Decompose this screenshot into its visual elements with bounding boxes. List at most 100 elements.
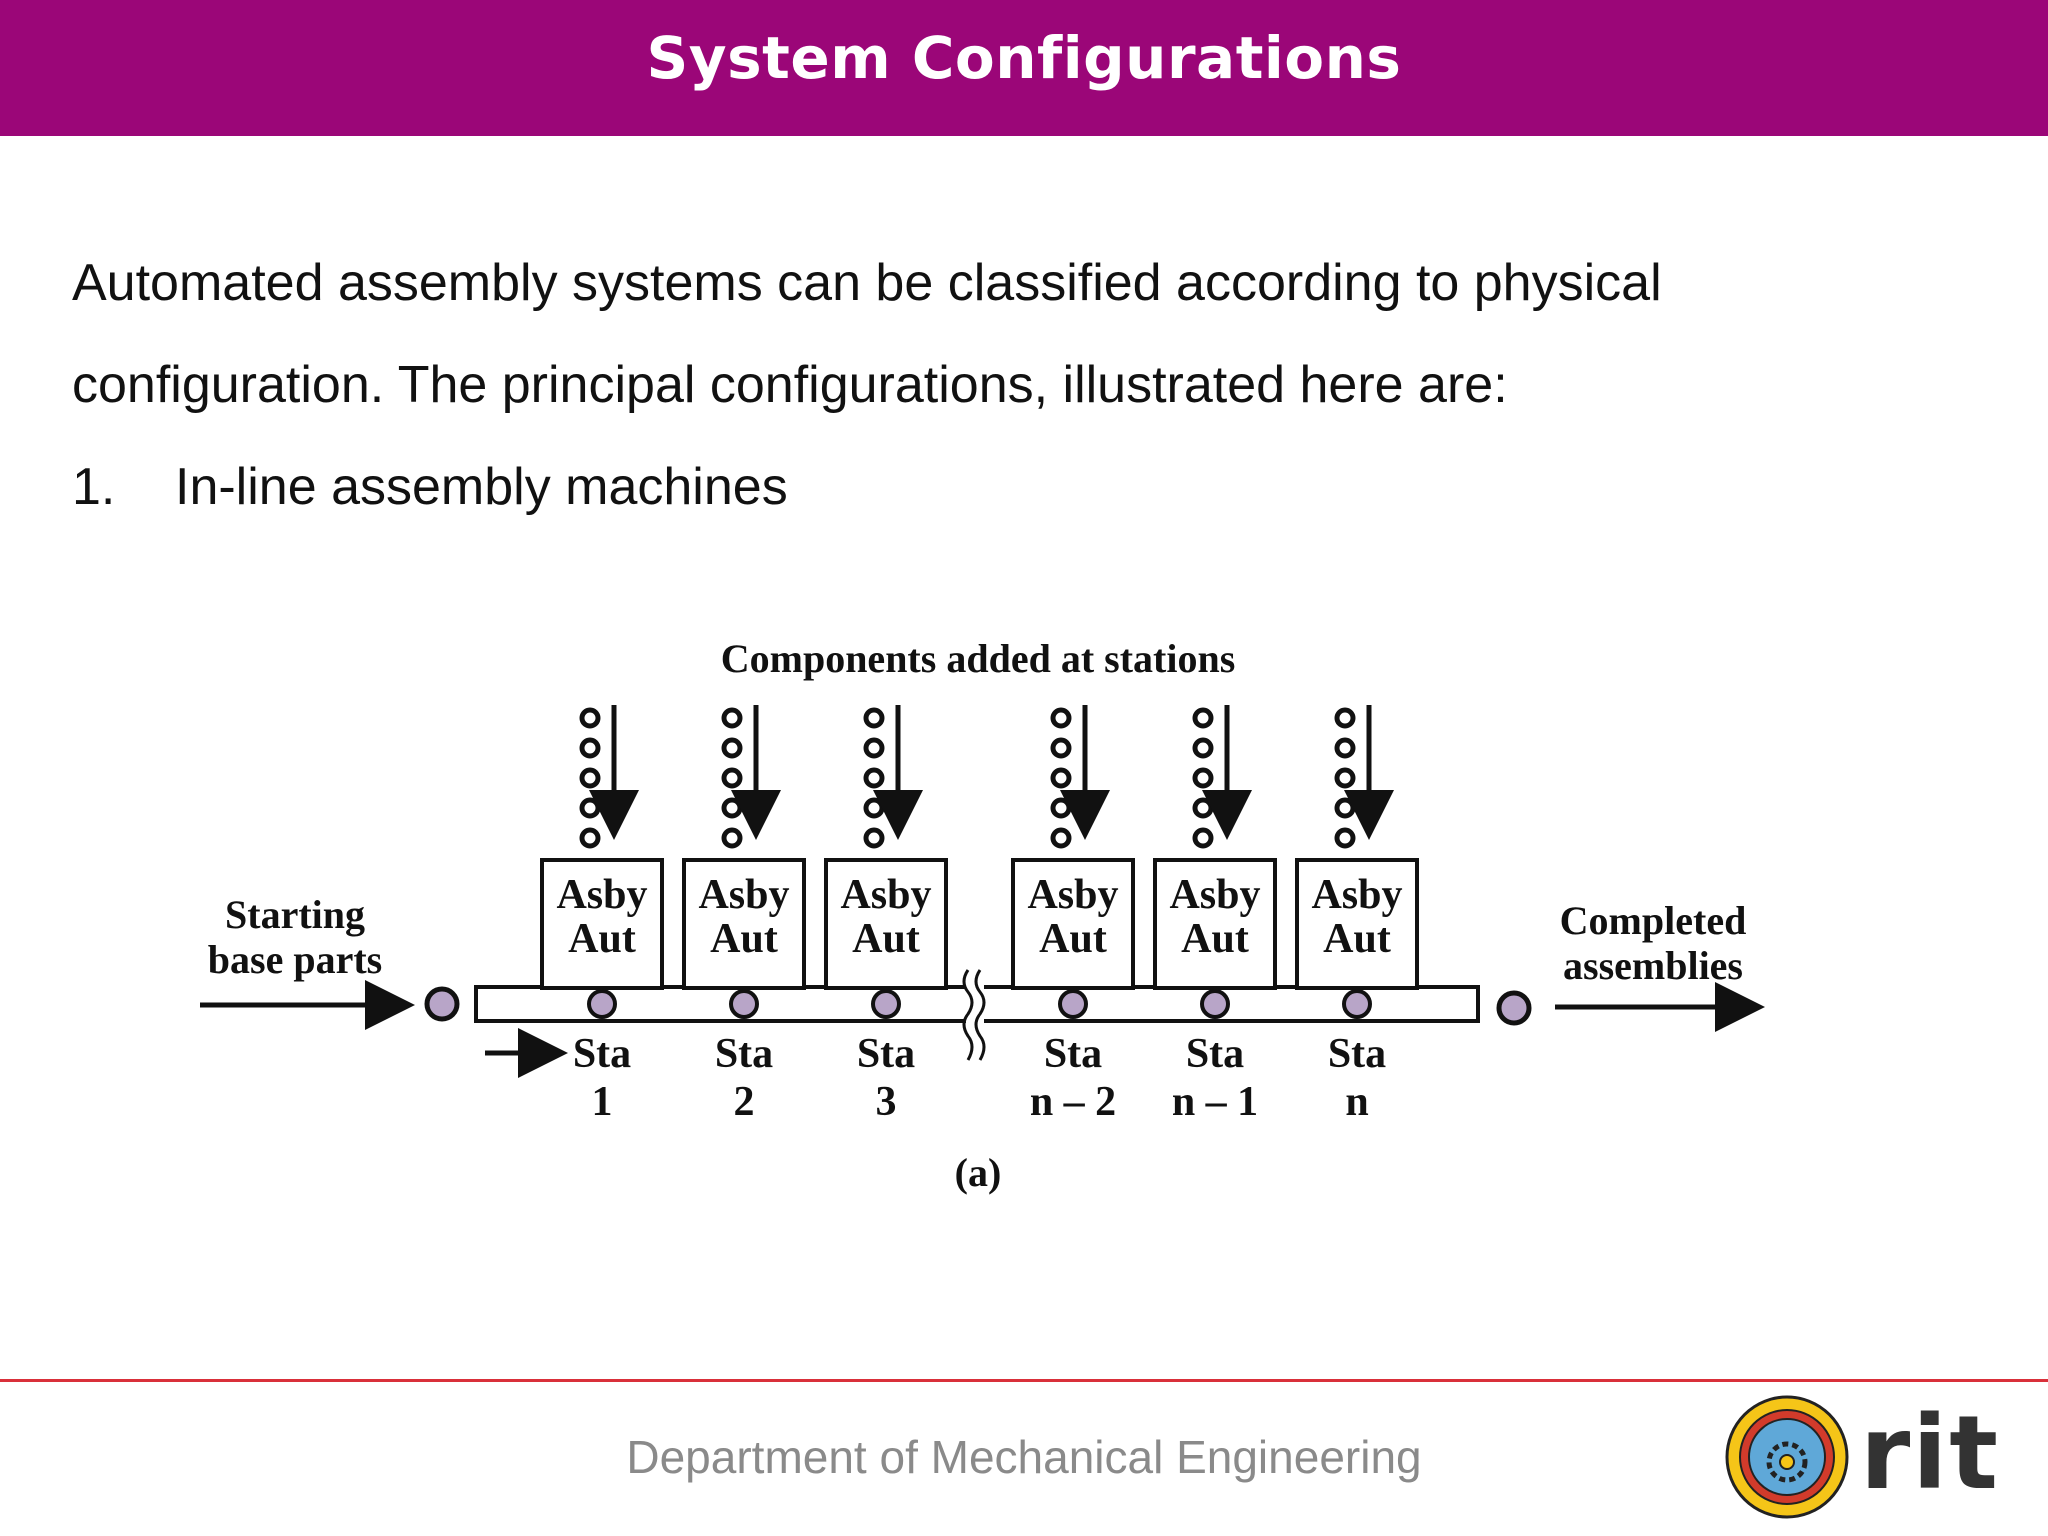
slide-body: Automated assembly systems can be classi… (72, 232, 1972, 538)
station-box-line1: Asby (840, 872, 931, 918)
component-part (721, 737, 743, 759)
station-label-line1: Sta (1044, 1031, 1102, 1077)
components-label: Components added at stations (721, 636, 1236, 681)
station-label-line2: 1 (592, 1079, 613, 1125)
station-label-line2: n – 1 (1172, 1079, 1258, 1125)
list-item-number: 1. (72, 458, 116, 516)
component-part (1192, 707, 1214, 729)
component-part (863, 797, 885, 819)
station-label-line1: Sta (715, 1031, 773, 1077)
component-part (1334, 767, 1356, 789)
component-part (1192, 737, 1214, 759)
output-label-line1: Completed (1560, 898, 1747, 943)
component-part (1050, 707, 1072, 729)
institute-logo: rit (1722, 1392, 2032, 1522)
component-part (1050, 827, 1072, 849)
output-label-line2: assemblies (1563, 943, 1743, 988)
list-item: 1. In-line assembly machines (72, 436, 1972, 538)
logo-graphic: rit (1725, 1394, 2000, 1519)
component-part (1192, 767, 1214, 789)
gear-icon (1766, 1441, 1808, 1483)
component-part (579, 737, 601, 759)
component-part (579, 767, 601, 789)
diagram-caption: (a) (955, 1150, 1002, 1195)
input-label-line2: base parts (208, 937, 382, 982)
logo-wordmark: rit (1860, 1394, 2000, 1513)
component-part (1050, 767, 1072, 789)
stations: AsbyAutSta1AsbyAutSta2AsbyAutSta3AsbyAut… (540, 705, 1419, 1125)
workpart (1058, 989, 1088, 1019)
station-box-line1: Asby (556, 872, 647, 918)
workpart (729, 989, 759, 1019)
input-label-line1: Starting (225, 892, 365, 937)
workpart (871, 989, 901, 1019)
intro-line-2: configuration. The principal configurati… (72, 356, 1508, 414)
footer-department: Department of Mechanical Engineering (626, 1431, 1422, 1483)
station-label-line2: n (1345, 1079, 1368, 1125)
component-part (579, 797, 601, 819)
component-part (1050, 737, 1072, 759)
component-part (1334, 797, 1356, 819)
component-part (1192, 797, 1214, 819)
component-part (863, 827, 885, 849)
station-box (682, 858, 806, 990)
logo-seal-hub (1779, 1454, 1795, 1470)
input-part (424, 986, 460, 1022)
station-box (1011, 858, 1135, 990)
station-label-line1: Sta (1186, 1031, 1244, 1077)
component-part (1334, 827, 1356, 849)
break-mark-right (974, 969, 986, 1061)
station-box-line2: Aut (710, 916, 778, 962)
component-part (579, 707, 601, 729)
workpart (1200, 989, 1230, 1019)
workpart (587, 989, 617, 1019)
component-part (863, 767, 885, 789)
station-box-line1: Asby (1027, 872, 1118, 918)
station-box-line2: Aut (1181, 916, 1249, 962)
component-part (721, 707, 743, 729)
list-item-text: In-line assembly machines (175, 458, 788, 516)
station-box (1295, 858, 1419, 990)
component-part (721, 767, 743, 789)
station-box-line1: Asby (1311, 872, 1402, 918)
station-box-line2: Aut (568, 916, 636, 962)
component-part (863, 737, 885, 759)
diagram-canvas: Components added at stations Starting ba… (200, 636, 1765, 1195)
intro-line-1: Automated assembly systems can be classi… (72, 254, 1662, 312)
station-box (540, 858, 664, 990)
station-box-line2: Aut (852, 916, 920, 962)
component-part (1334, 737, 1356, 759)
output-part (1496, 990, 1532, 1026)
station-box (1153, 858, 1277, 990)
component-part (1192, 827, 1214, 849)
break-mark-left (962, 969, 974, 1061)
station-box-line1: Asby (698, 872, 789, 918)
station-label-line2: 2 (734, 1079, 755, 1125)
component-part (1334, 707, 1356, 729)
component-part (721, 827, 743, 849)
slide-header: System Configurations (0, 0, 2048, 136)
inline-assembly-diagram: Components added at stations Starting ba… (180, 630, 1780, 1230)
component-part (1050, 797, 1072, 819)
station-box-line1: Asby (1169, 872, 1260, 918)
slide-title: System Configurations (646, 24, 1402, 92)
station-label-line1: Sta (573, 1031, 631, 1077)
station-box (824, 858, 948, 990)
station-label-line2: n – 2 (1030, 1079, 1116, 1125)
station-label-line1: Sta (857, 1031, 915, 1077)
footer-rule (0, 1379, 2048, 1382)
component-part (721, 797, 743, 819)
component-part (863, 707, 885, 729)
station-box-line2: Aut (1323, 916, 1391, 962)
workpart (1342, 989, 1372, 1019)
component-part (579, 827, 601, 849)
station-box-line2: Aut (1039, 916, 1107, 962)
station-label-line1: Sta (1328, 1031, 1386, 1077)
station-label-line2: 3 (876, 1079, 897, 1125)
